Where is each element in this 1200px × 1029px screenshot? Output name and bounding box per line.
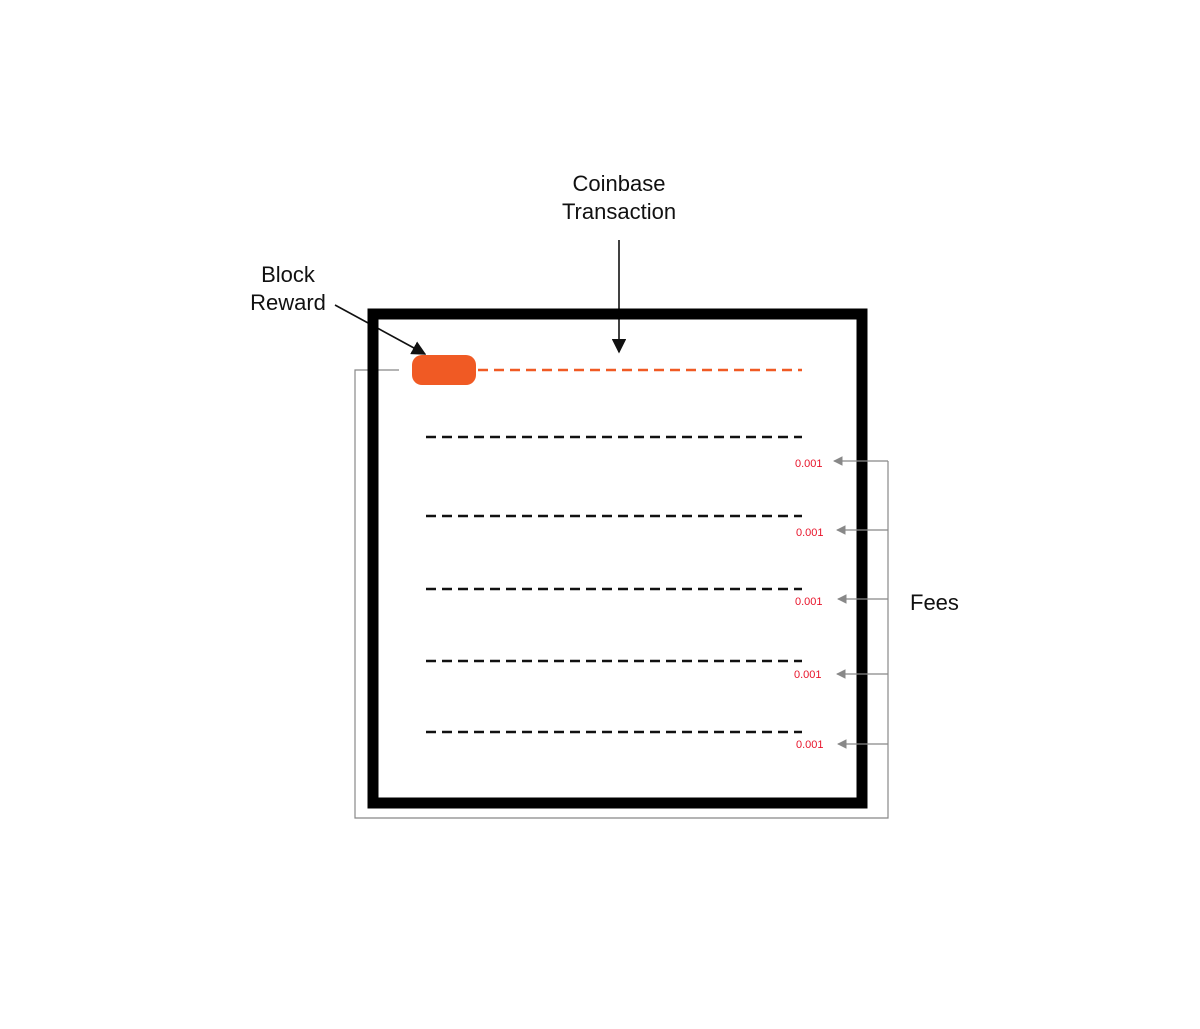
fee-value: 0.001 [795, 596, 823, 608]
block-reward-pill [412, 355, 476, 385]
block-border [367, 308, 868, 809]
block-reward-label-line2: Reward [250, 290, 326, 315]
fees-label: Fees [910, 590, 959, 615]
coinbase-label-line1: Coinbase [573, 171, 666, 196]
fee-value: 0.001 [796, 527, 824, 539]
fee-value: 0.001 [796, 739, 824, 751]
block-reward-arrow [334, 304, 427, 355]
fee-value: 0.001 [795, 458, 823, 470]
coinbase-label-line2: Transaction [562, 199, 676, 224]
fee-value: 0.001 [794, 669, 822, 681]
block-reward-label-line1: Block [261, 262, 316, 287]
